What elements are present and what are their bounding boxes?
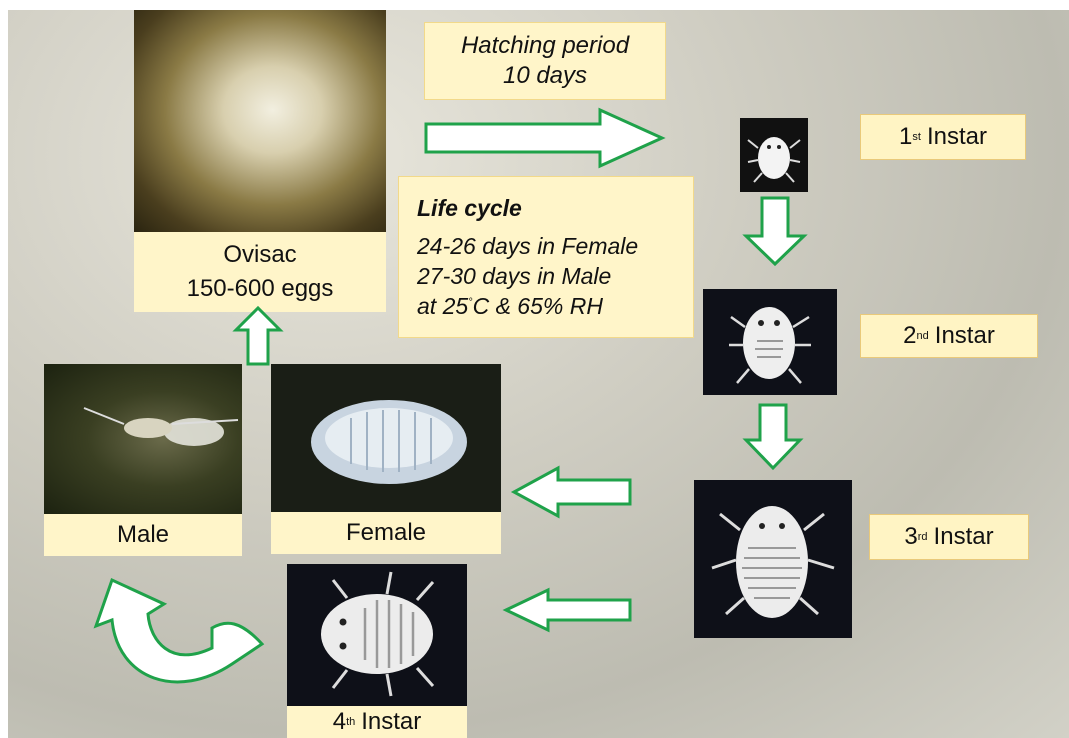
arrow-up-to-ovisac — [236, 308, 280, 364]
arrow-left-3-4 — [506, 590, 630, 630]
arrow-right-hatching — [426, 110, 662, 166]
arrow-curved-4-male — [96, 580, 262, 682]
arrow-down-1-2 — [746, 198, 804, 264]
arrow-down-2-3 — [746, 405, 800, 468]
arrow-left-3-female — [514, 468, 630, 516]
